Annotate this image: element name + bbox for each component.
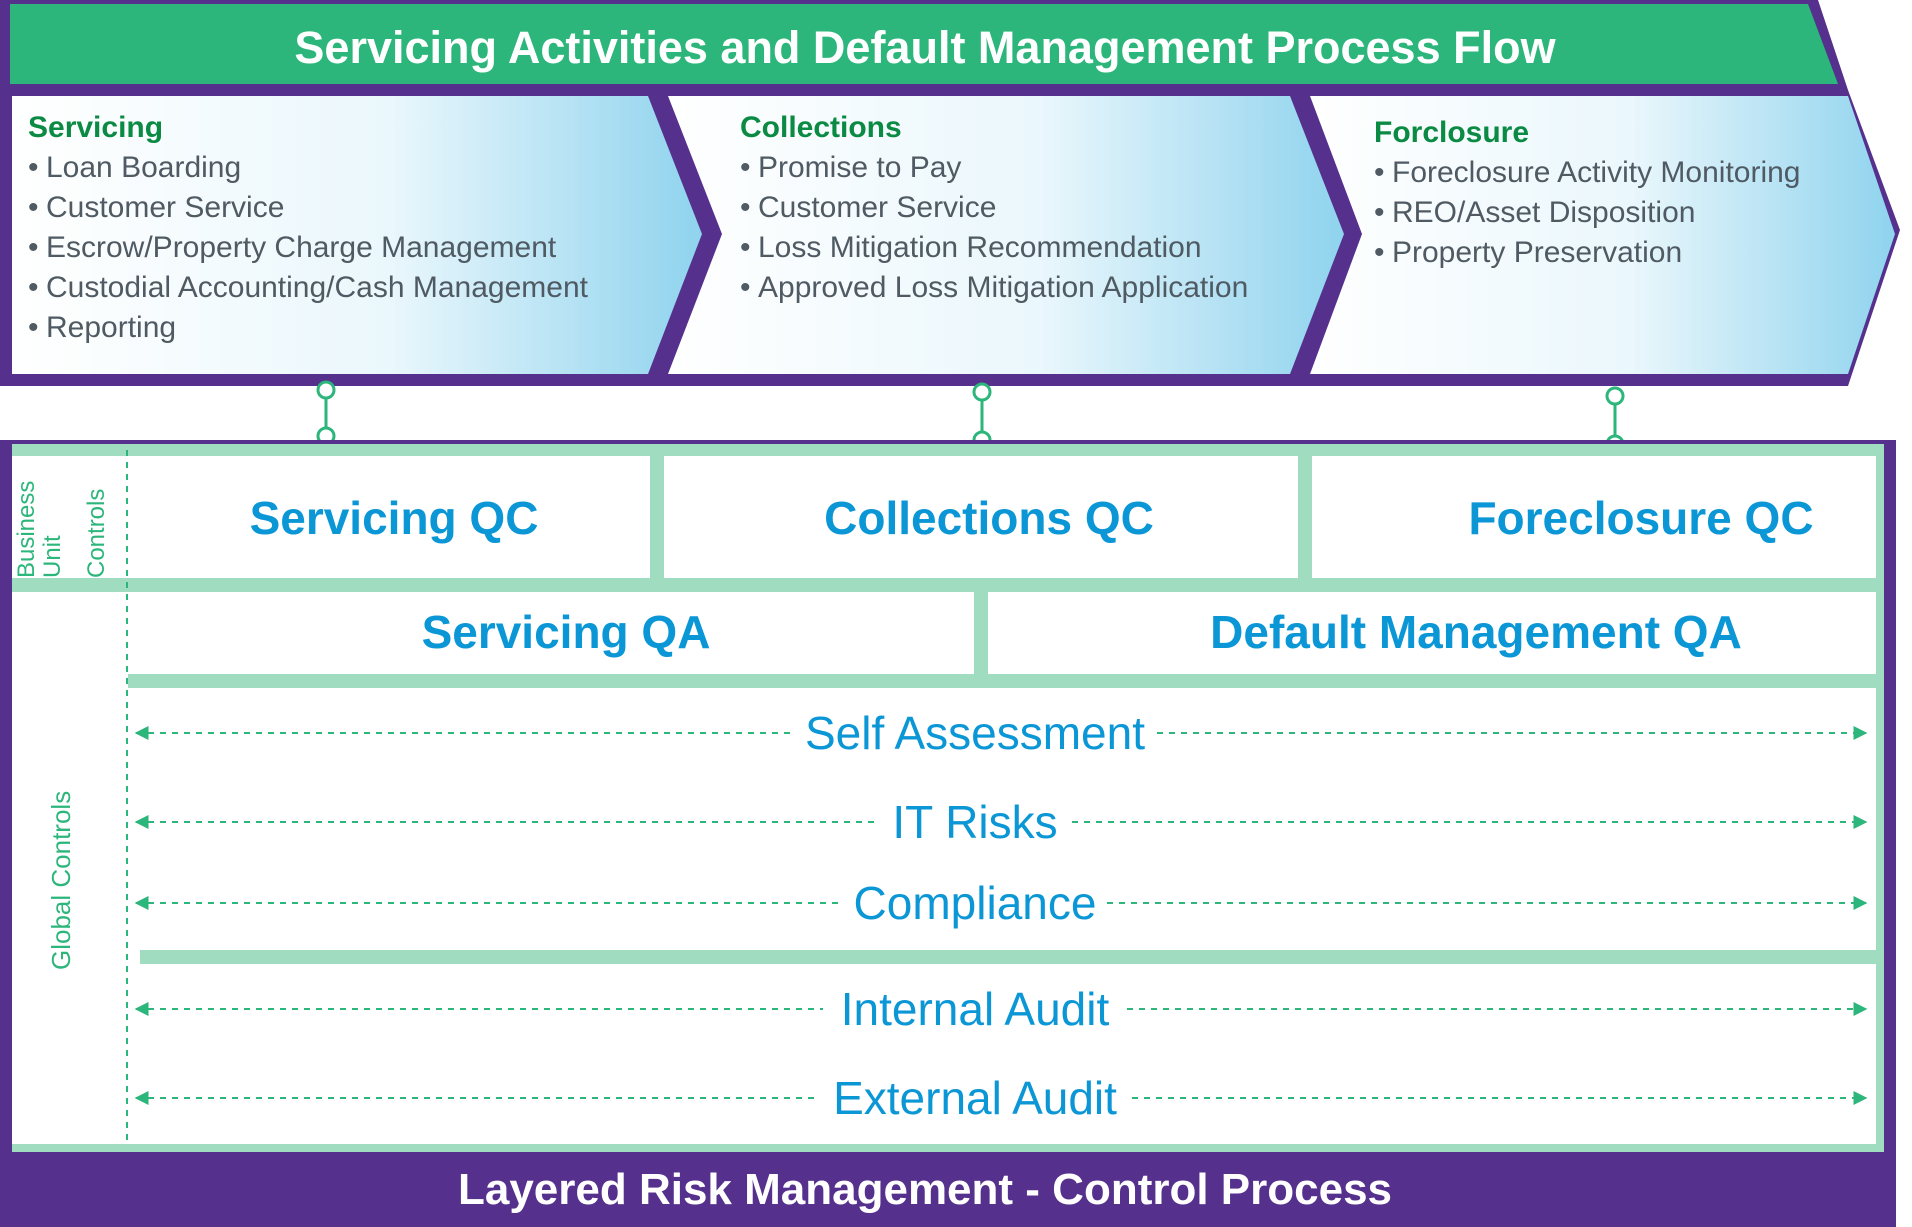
stage-item: Customer Service — [758, 191, 996, 224]
control-row: Self Assessment — [134, 707, 1868, 759]
connector-node — [316, 380, 336, 400]
connector-node — [1605, 386, 1625, 406]
stage-bullet: • — [740, 271, 751, 304]
stage-item: Customer Service — [46, 191, 284, 224]
global-controls-label: Global Controls — [46, 791, 76, 970]
business-unit-label-line3: Controls — [83, 489, 110, 578]
stage-item: Loan Boarding — [46, 151, 241, 184]
controls-panel-bg — [12, 444, 1884, 1146]
connector — [316, 380, 336, 446]
stage-bullet: • — [1374, 236, 1385, 269]
stage-item: REO/Asset Disposition — [1392, 196, 1695, 229]
stage-bullet: • — [740, 151, 751, 184]
stage-heading-servicing: Servicing — [28, 111, 163, 144]
stage-bullet: • — [740, 231, 751, 264]
business-unit-label-line1: Business — [13, 481, 40, 578]
chevron-foreclosure — [1310, 96, 1895, 374]
stage-bullet: • — [28, 151, 39, 184]
chevron-servicing — [12, 96, 702, 374]
control-label: Self Assessment — [805, 707, 1145, 759]
control-label: External Audit — [833, 1072, 1117, 1124]
stage-bullet: • — [28, 191, 39, 224]
connector — [972, 382, 992, 450]
control-label: Internal Audit — [841, 983, 1110, 1035]
qc-boxes: Servicing QC Collections QC Foreclosure QC — [250, 492, 1814, 544]
control-row: Compliance — [134, 877, 1868, 929]
stage-bullet: • — [28, 231, 39, 264]
stage-item: Custodial Accounting/Cash Management — [46, 271, 589, 304]
control-grid — [12, 444, 1884, 1152]
qc-box-label: Servicing QC — [250, 492, 539, 544]
footer-title: Layered Risk Management - Control Proces… — [458, 1165, 1392, 1214]
stage-bullet: • — [740, 191, 751, 224]
qa-boxes: Servicing QA Default Management QA — [422, 606, 1742, 658]
connector-node — [972, 382, 992, 402]
qa-box-label: Servicing QA — [422, 606, 711, 658]
stage-bullet: • — [1374, 196, 1385, 229]
stage-bullet: • — [1374, 156, 1385, 189]
stages: Servicing•Loan Boarding•Customer Service… — [28, 111, 1801, 344]
stage-bullet: • — [28, 271, 39, 304]
stage-item: Loss Mitigation Recommendation — [758, 231, 1202, 264]
qa-box-label: Default Management QA — [1210, 606, 1742, 658]
business-unit-label-line2: Unit — [39, 535, 66, 578]
qc-box-label: Foreclosure QC — [1468, 492, 1813, 544]
stage-item: Property Preservation — [1392, 236, 1682, 269]
control-row: Internal Audit — [134, 983, 1868, 1035]
global-control-rows: Self Assessment IT RisksComplianceInterna… — [134, 707, 1868, 1124]
stage-item: Promise to Pay — [758, 151, 961, 184]
stage-item: Foreclosure Activity Monitoring — [1392, 156, 1801, 189]
control-row: External Audit — [134, 1072, 1868, 1124]
control-label: Compliance — [854, 877, 1097, 929]
control-label: IT Risks — [892, 796, 1057, 848]
stage-item: Reporting — [46, 311, 176, 344]
stage-heading-collections: Collections — [740, 111, 902, 144]
title-banner — [10, 4, 1838, 84]
stage-heading-forclosure: Forclosure — [1374, 116, 1529, 149]
business-unit-label: Business Unit Controls — [13, 481, 110, 578]
stage-item: Escrow/Property Charge Management — [46, 231, 557, 264]
stage-bullet: • — [28, 311, 39, 344]
qc-box-label: Collections QC — [824, 492, 1154, 544]
stage-item: Approved Loss Mitigation Application — [758, 271, 1248, 304]
diagram-title: Servicing Activities and Default Managem… — [294, 22, 1556, 73]
chevron-collections — [668, 96, 1344, 374]
control-row: IT Risks — [134, 796, 1868, 848]
